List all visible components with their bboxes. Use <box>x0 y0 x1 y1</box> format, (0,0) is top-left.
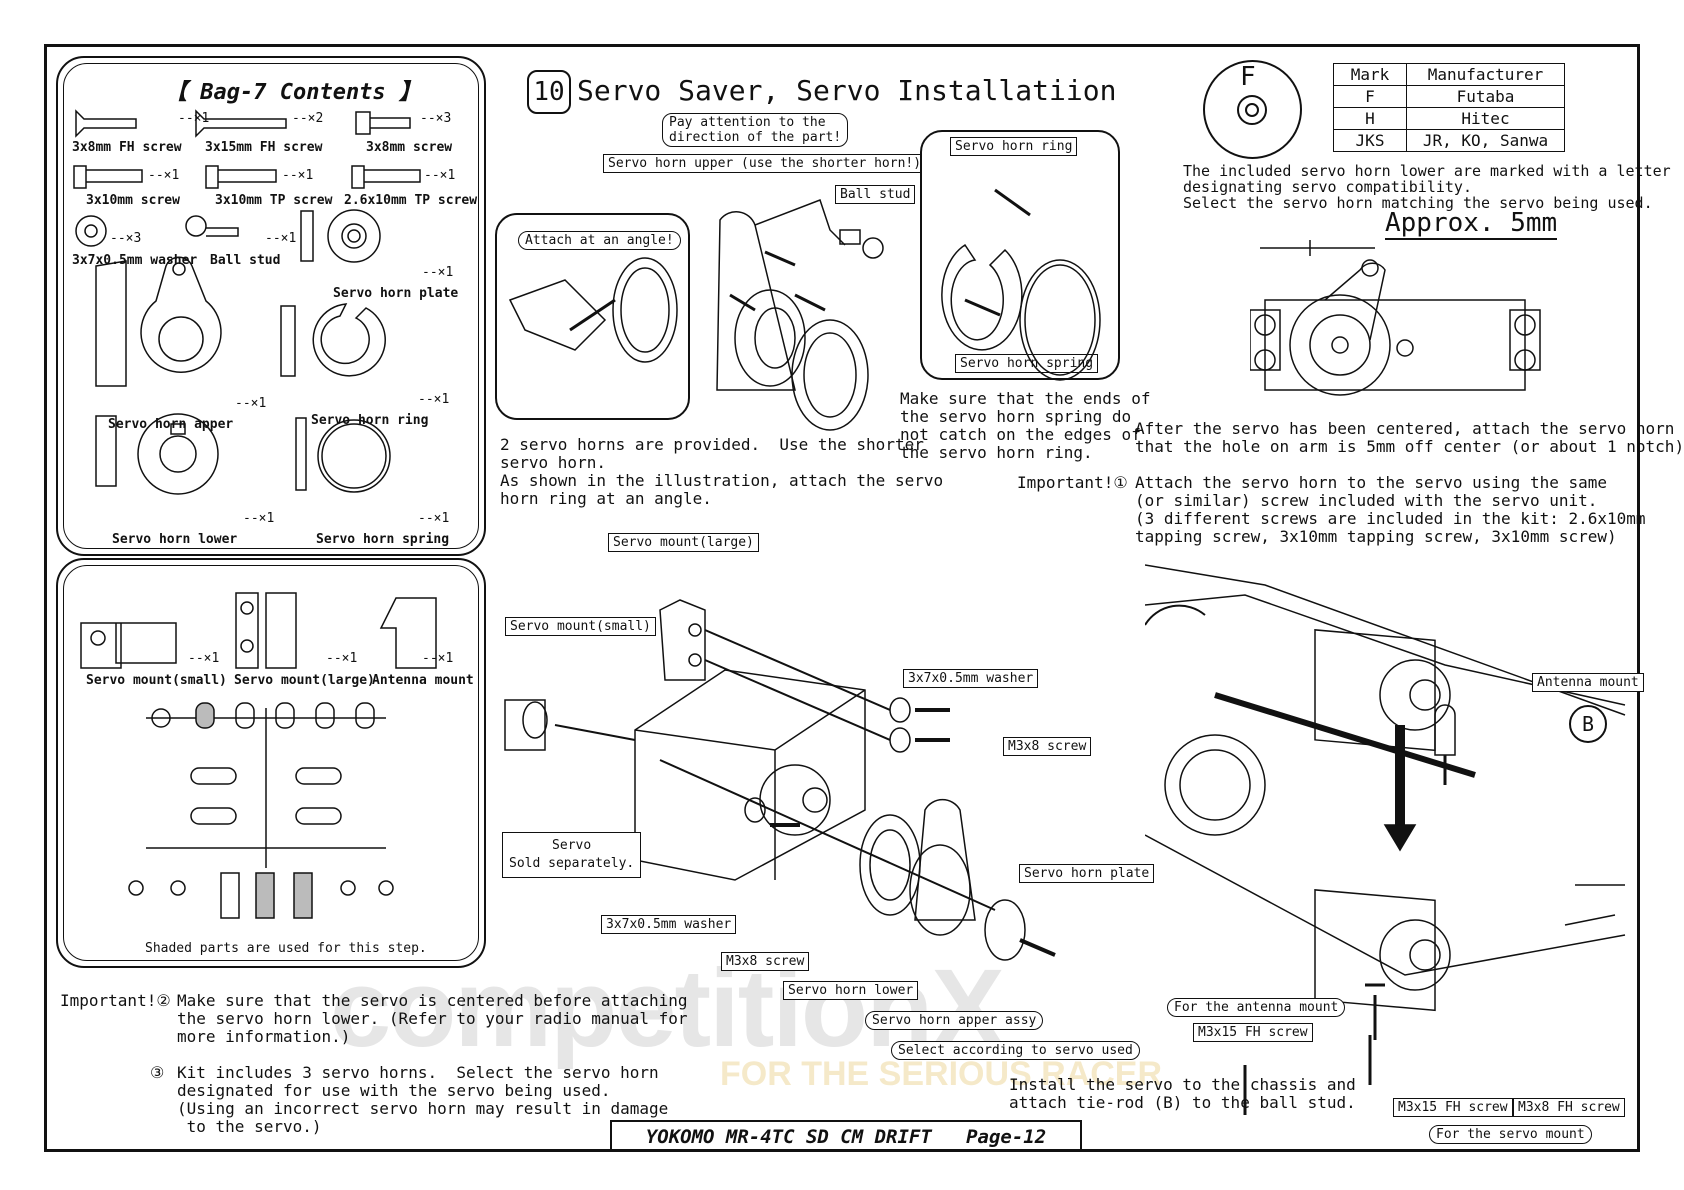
part-name: Servo mount(small) <box>86 673 227 688</box>
part-name: Ball stud <box>210 253 281 268</box>
part-name: Servo mount(large) <box>234 673 375 688</box>
servo-horn-plate-icon <box>327 209 381 263</box>
important-1-label: Important!① <box>1017 473 1128 492</box>
servo-horn-ring-icon <box>312 303 386 377</box>
m3x8fh-label: M3x8 FH screw <box>1513 1098 1625 1117</box>
step-title: Servo Saver, Servo Installatiion <box>577 74 1117 107</box>
washer-label-2: 3x7x0.5mm washer <box>601 915 737 934</box>
page-frame <box>44 44 1640 1152</box>
washer-icon <box>75 215 107 247</box>
bag-title: 【 Bag-7 Contents 】 <box>165 80 421 105</box>
mounts-drawing <box>80 592 437 919</box>
marks-note: The included servo horn lower are marked… <box>1183 162 1671 212</box>
m3x8-label-2: M3x8 screw <box>721 952 810 971</box>
servo-mount-large-icon <box>235 592 297 669</box>
important-2-label: Important!② <box>60 991 171 1010</box>
mark-circle <box>1203 60 1302 159</box>
part-name: Servo horn lower <box>112 532 238 547</box>
bag-parts-drawing <box>73 109 421 495</box>
watermark-sub: FOR THE SERIOUS RACER <box>720 1055 1163 1093</box>
part-name: Antenna mount <box>372 673 474 688</box>
for-servo-label: For the servo mount <box>1429 1125 1592 1144</box>
part-name: Servo horn apper <box>108 417 234 432</box>
for-antenna-label: For the antenna mount <box>1167 998 1346 1017</box>
horn-plate-label: Servo horn plate <box>1019 864 1155 883</box>
servo-horn-apper-icon <box>140 256 222 373</box>
servo-mount-large-label: Servo mount(large) <box>608 533 759 552</box>
part-name: Servo horn plate <box>333 286 459 301</box>
screw-3x8fh-icon <box>75 109 137 138</box>
part-name: 3x10mm TP screw <box>215 193 333 208</box>
mark-letter: F <box>1240 62 1256 92</box>
part-name: 3x7x0.5mm washer <box>72 253 198 268</box>
servo-horn-lower-icon <box>137 413 219 495</box>
m3x8-label-1: M3x8 screw <box>1003 737 1092 756</box>
part-name: Servo horn ring <box>311 413 429 428</box>
antenna-mount-icon <box>379 597 437 669</box>
step-number: 10 <box>527 70 571 114</box>
center-text: After the servo has been centered, attac… <box>1135 419 1684 456</box>
saver-text-1: 2 servo horns are provided. Use the shor… <box>500 435 944 508</box>
part-name: 3x15mm FH screw <box>205 140 323 155</box>
ball-stud-label: Ball stud <box>835 185 916 204</box>
screw-3x10tp-icon <box>205 165 277 189</box>
horn-upper-label: Servo horn upper (use the shorter horn!) <box>603 154 927 173</box>
b-marker: B <box>1569 705 1607 743</box>
shaded-note: Shaded parts are used for this step. <box>145 941 427 956</box>
part-name: 3x10mm screw <box>86 193 180 208</box>
footer-title: YOKOMO MR-4TC SD CM DRIFT Page-12 <box>610 1120 1082 1152</box>
bag-contents-panel <box>56 56 486 556</box>
screw-3x10-icon <box>73 165 143 189</box>
screw-3x15fh-icon <box>195 109 287 138</box>
part-name: 2.6x10mm TP screw <box>344 193 478 208</box>
horn-lower-label: Servo horn lower <box>783 981 919 1000</box>
mounts-panel <box>56 558 486 968</box>
servo-horn-spring-icon <box>317 419 391 493</box>
screw-26x10tp-icon <box>351 165 421 189</box>
approx-label: Approx. 5mm <box>1385 208 1558 240</box>
important-2-text: Make sure that the servo is centered bef… <box>177 991 688 1046</box>
important-3-label: ③ <box>150 1063 165 1082</box>
part-name: 3x8mm screw <box>366 140 453 155</box>
horn-ring-label: Servo horn ring <box>950 137 1078 156</box>
screw-3x8-icon <box>355 111 411 135</box>
important-1-text: Attach the servo horn to the servo using… <box>1135 473 1646 546</box>
servo-mount-small-label: Servo mount(small) <box>505 617 656 636</box>
servo-mount-small-icon <box>80 622 177 669</box>
ball-stud-icon <box>185 215 207 237</box>
part-name: 3x8mm FH screw <box>72 140 182 155</box>
washer-label-1: 3x7x0.5mm washer <box>903 669 1039 688</box>
important-3-text: Kit includes 3 servo horns. Select the s… <box>177 1063 669 1136</box>
servo-saver-drawing <box>508 188 1101 431</box>
part-name: Servo horn spring <box>316 532 450 547</box>
antenna-mount-label: Antenna mount <box>1532 673 1644 692</box>
horn-apper-assy-label: Servo horn apper assy <box>865 1011 1044 1030</box>
servo-centered-drawing <box>1250 240 1541 396</box>
attach-angle-label: Attach at an angle! <box>518 231 681 250</box>
m3x15-label-2: M3x15 FH screw <box>1393 1098 1513 1117</box>
m3x15-label-1: M3x15 FH screw <box>1193 1023 1313 1042</box>
select-label: Select according to servo used <box>891 1041 1140 1060</box>
